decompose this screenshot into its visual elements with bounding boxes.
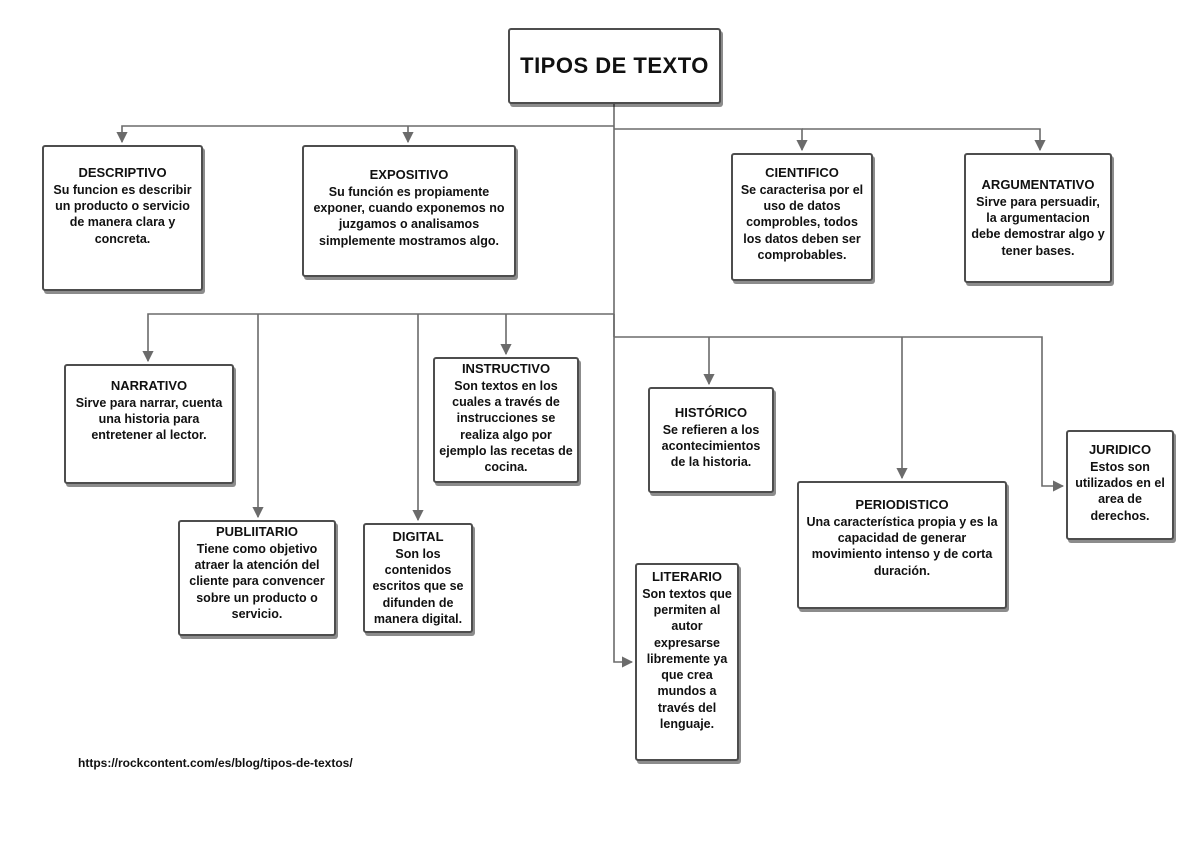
- node-text: Una característica propia y es la capaci…: [806, 514, 998, 578]
- node-title: EXPOSITIVO: [369, 167, 449, 182]
- connector-argumentativo: [802, 128, 1046, 152]
- node-periodistico: PERIODISTICO Una característica propia y…: [797, 481, 1007, 609]
- node-text: Son textos que permiten al autor expresa…: [642, 586, 732, 731]
- connector-literario: [613, 314, 634, 668]
- node-title: ARGUMENTATIVO: [981, 177, 1095, 192]
- node-juridico: JURIDICO Estos son utilizados en el area…: [1066, 430, 1174, 540]
- node-narrativo: NARRATIVO Sirve para narrar, cuenta una …: [64, 364, 234, 484]
- node-title: LITERARIO: [651, 569, 723, 584]
- node-publicitario: PUBLIITARIO Tiene como objetivo atraer l…: [178, 520, 336, 636]
- node-title: DIGITAL: [392, 529, 444, 544]
- node-text: Tiene como objetivo atraer la atención d…: [189, 541, 325, 621]
- connector-descriptivo: [116, 125, 614, 144]
- node-title: JURIDICO: [1088, 442, 1152, 457]
- connector-historico: [614, 336, 1065, 492]
- node-expositivo: EXPOSITIVO Su función es propiamente exp…: [302, 145, 516, 277]
- node-instructivo: INSTRUCTIVO Son textos en los cuales a t…: [433, 357, 579, 483]
- node-title: HISTÓRICO: [674, 405, 748, 420]
- node-cientifico: CIENTIFICO Se caracterisa por el uso de …: [731, 153, 873, 281]
- node-text: Se caracterisa por el uso de datos compr…: [740, 182, 864, 262]
- connector-cientifico: [614, 128, 808, 152]
- node-text: Sirve para narrar, cuenta una historia p…: [75, 395, 223, 443]
- connector-narrativo: [142, 313, 614, 363]
- node-text: Se refieren a los acontecimientos de la …: [661, 422, 761, 470]
- node-title: CIENTIFICO: [765, 165, 839, 180]
- root-node: TIPOS DE TEXTO: [508, 28, 721, 104]
- node-argumentativo: ARGUMENTATIVO Sirve para persuadir, la a…: [964, 153, 1112, 283]
- node-title: PERIODISTICO: [855, 497, 949, 512]
- node-text: Su función es propiamente exponer, cuand…: [313, 184, 505, 248]
- node-digital: DIGITAL Son los contenidos escritos que …: [363, 523, 473, 633]
- node-title: INSTRUCTIVO: [461, 361, 551, 376]
- node-text: Estos son utilizados en el area de derec…: [1075, 459, 1165, 523]
- node-literario: LITERARIO Son textos que permiten al aut…: [635, 563, 739, 761]
- node-title: DESCRIPTIVO: [78, 165, 167, 180]
- node-historico: HISTÓRICO Se refieren a los acontecimien…: [648, 387, 774, 493]
- node-descriptivo: DESCRIPTIVO Su funcion es describir un p…: [42, 145, 203, 291]
- root-title: TIPOS DE TEXTO: [520, 52, 709, 78]
- node-text: Son textos en los cuales a través de ins…: [439, 378, 573, 475]
- node-text: Son los contenidos escritos que se difun…: [372, 546, 464, 626]
- node-title: NARRATIVO: [110, 378, 188, 393]
- node-text: Sirve para persuadir, la argumentacion d…: [971, 194, 1105, 258]
- node-title: PUBLIITARIO: [215, 524, 299, 539]
- source-link[interactable]: https://rockcontent.com/es/blog/tipos-de…: [78, 756, 353, 770]
- node-text: Su funcion es describir un producto o se…: [53, 182, 192, 246]
